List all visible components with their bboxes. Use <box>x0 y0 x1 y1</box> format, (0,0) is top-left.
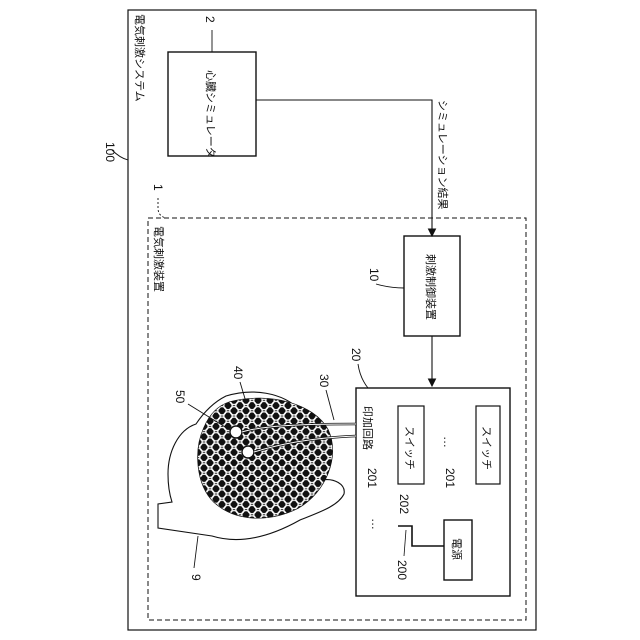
device-title: 電気刺激装置 <box>152 226 166 292</box>
controller-label: 刺激制御装置 <box>424 254 438 320</box>
circuit-label: 印加回路 <box>361 406 374 450</box>
heart-ref: 9 <box>189 574 203 581</box>
switch-top-label: スイッチ <box>403 426 416 470</box>
power-label: 電源 <box>450 538 464 560</box>
mesh-pattern <box>198 398 332 517</box>
simulator-ref: 2 <box>203 16 217 23</box>
sim-result-label: シミュレーション結果 <box>436 100 450 210</box>
sim-result-connector <box>256 100 432 236</box>
device-ref-leader <box>158 198 166 218</box>
switch-bottom-label: スイッチ <box>480 426 493 470</box>
controller-ref-leader <box>376 284 404 288</box>
simulator-label: 心臓シミュレータ <box>204 70 217 158</box>
circuit-sub-leader <box>404 530 406 556</box>
switch-bottom-ref: 201 <box>443 468 457 488</box>
power-ref: 202 <box>397 494 411 514</box>
system-box <box>128 10 536 630</box>
mesh-ref: 40 <box>231 366 245 380</box>
circuit-ref-leader <box>358 364 368 388</box>
electrode-ref: 50 <box>173 390 187 404</box>
electrode-1 <box>230 426 242 438</box>
system-title: 電気刺激システム <box>133 14 147 102</box>
circuit-ref: 20 <box>349 348 363 362</box>
electrode-2 <box>242 446 254 458</box>
device-ref: 1 <box>151 184 165 191</box>
device-box <box>148 218 526 620</box>
dots-top: … <box>441 436 455 448</box>
lead-ref-leader <box>326 390 334 420</box>
circuit-box <box>356 388 510 596</box>
lead-ref: 30 <box>317 374 331 388</box>
switch-top-ref: 201 <box>365 468 379 488</box>
dots-left: … <box>369 518 383 530</box>
circuit-sub-ref: 200 <box>395 560 409 580</box>
heart-ref-leader <box>194 536 198 568</box>
controller-ref: 10 <box>367 268 381 282</box>
